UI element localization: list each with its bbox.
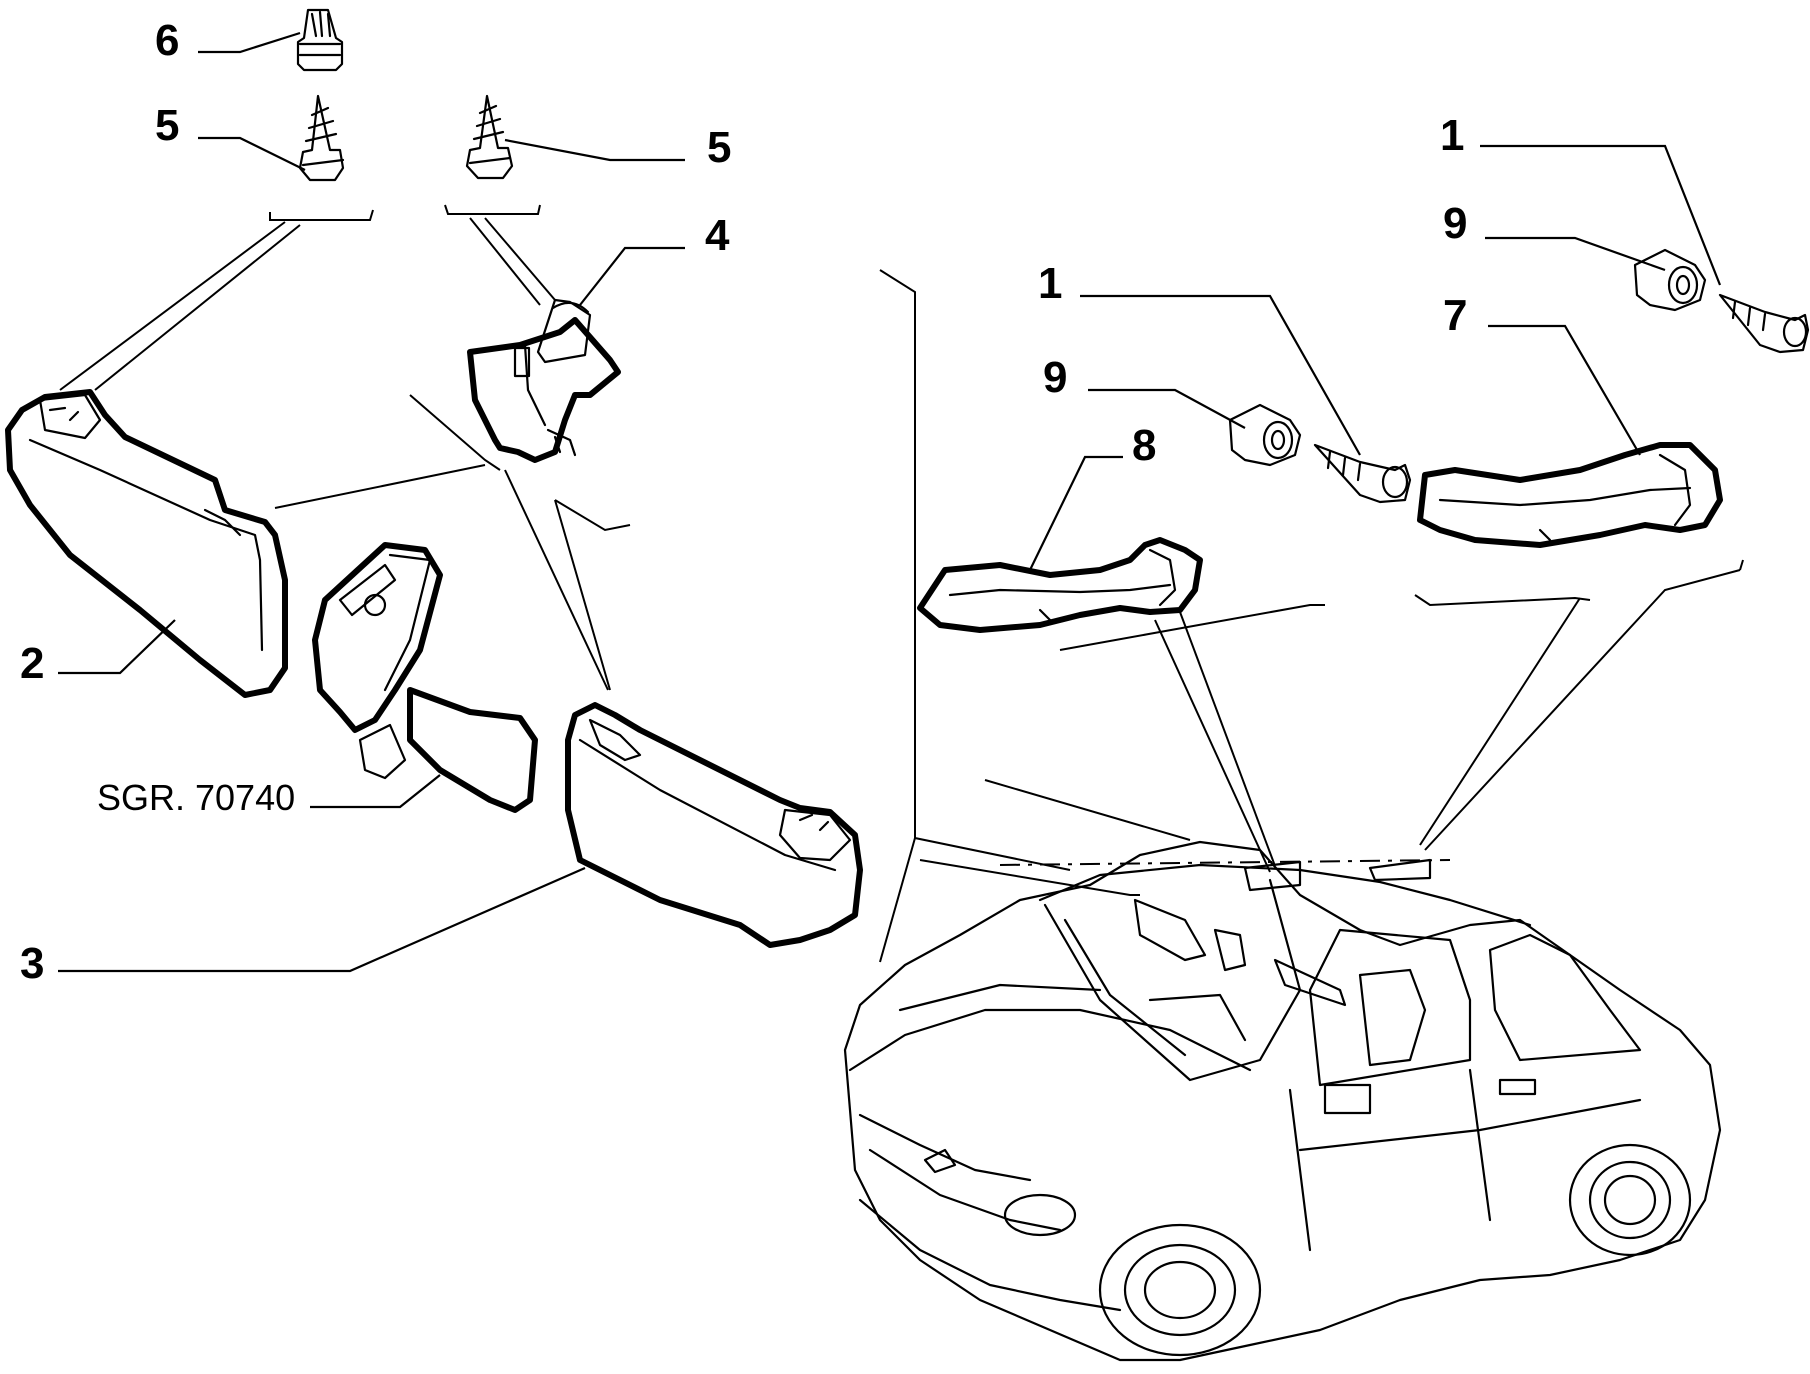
leader-lines <box>58 31 1722 973</box>
callout-1-right: 1 <box>1440 111 1464 160</box>
callout-labels: 6 5 5 4 2 3 1 9 8 1 9 7 SGR. 70740 <box>20 16 1467 988</box>
screw-part-5-right <box>465 94 514 180</box>
grab-handle-part-7 <box>1417 442 1723 548</box>
sun-visor-part-2 <box>5 389 288 698</box>
screw-part-5-left <box>298 94 345 182</box>
callout-4: 4 <box>705 211 730 260</box>
callout-8: 8 <box>1132 421 1156 470</box>
grab-handle-part-8 <box>917 537 1203 633</box>
cap-part-9-center <box>1228 403 1302 467</box>
callout-2: 2 <box>20 639 44 688</box>
callout-3: 3 <box>20 939 44 988</box>
explode-guides <box>59 204 1744 963</box>
callout-1-center: 1 <box>1038 259 1062 308</box>
cap-part-9-right <box>1633 248 1707 312</box>
callout-5-left: 5 <box>155 101 179 150</box>
visor-clip-part-4 <box>467 298 621 463</box>
callout-9-right: 9 <box>1443 199 1467 248</box>
plug-part-6 <box>296 8 344 72</box>
callout-9-center: 9 <box>1043 353 1067 402</box>
rear-view-mirror <box>312 542 538 813</box>
callout-5-right: 5 <box>707 123 731 172</box>
callout-6: 6 <box>155 16 179 65</box>
car-illustration <box>843 840 1722 1362</box>
screw-part-1-right <box>1718 293 1810 354</box>
screw-part-1-center <box>1313 443 1412 504</box>
sun-visor-part-3 <box>565 702 863 948</box>
reference-code: SGR. 70740 <box>97 777 295 818</box>
callout-7: 7 <box>1443 291 1467 340</box>
